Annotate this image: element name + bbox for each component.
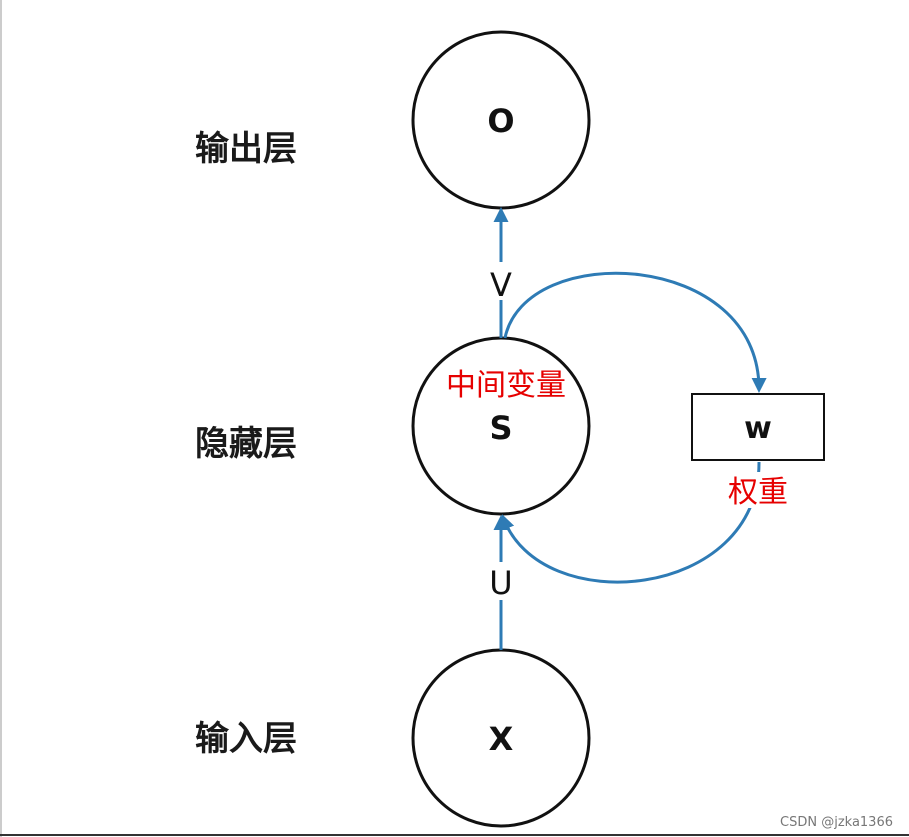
input-node-label: X [489,720,514,758]
weight-annotation: 权重 [728,475,788,510]
hidden-layer-label: 隐藏层 [195,424,297,464]
weight-annotation-bg [722,472,794,508]
hidden-annotation: 中间变量 [446,368,566,403]
edge-weight-to-hidden [500,461,761,584]
edge-v-label-bg [485,262,517,300]
edge-hidden-to-weight [503,271,767,393]
output-layer-label: 输出层 [195,129,297,169]
hidden-node-label: S [489,409,512,447]
edge-u-label: U [489,564,512,602]
weight-box [691,393,825,461]
watermark: CSDN @jzka1366 [780,815,893,830]
input-layer-label: 输入层 [195,719,297,759]
weight-box-label: w [744,411,772,446]
edge-u-label-bg [485,562,517,600]
output-node-label: O [487,102,514,140]
edge-v-label: V [490,266,512,304]
